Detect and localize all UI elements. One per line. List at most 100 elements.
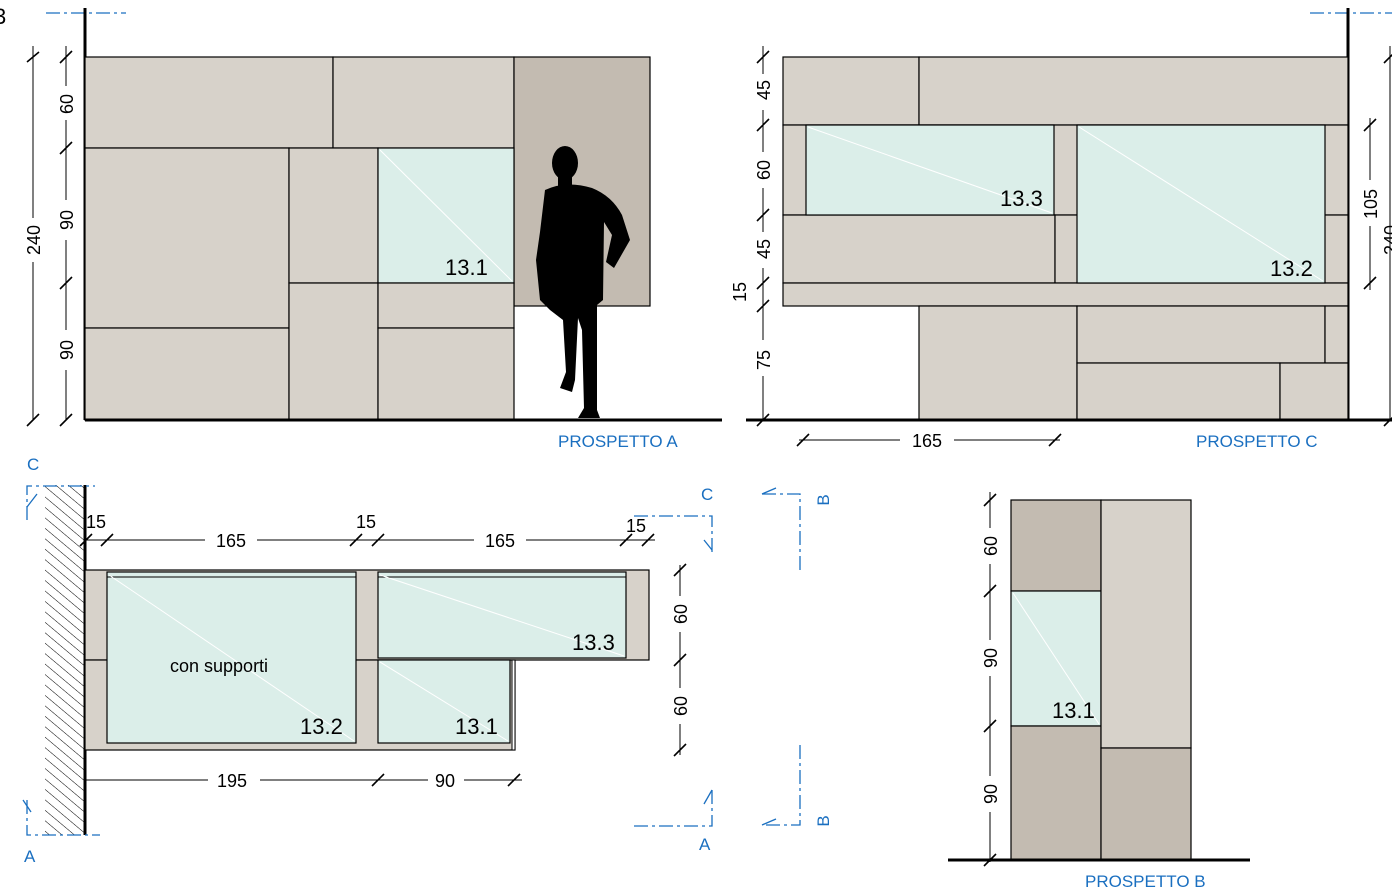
dim-tick	[100, 533, 114, 547]
dim-tick	[1048, 433, 1062, 447]
panel	[377, 282, 515, 329]
elevation-a: 13.1 240 60 90 90 PROSPETTO A	[24, 8, 722, 451]
dim-tick	[1383, 53, 1392, 64]
panel	[1076, 305, 1326, 364]
section-mark-c-left: C	[26, 455, 95, 520]
dim-label: 240	[24, 225, 44, 255]
wall-hatch	[45, 485, 85, 835]
dim-label: 15	[86, 512, 106, 532]
dim-label: 165	[485, 531, 515, 551]
dim-tick	[756, 50, 770, 64]
dim-tick	[1383, 416, 1392, 427]
panel	[84, 147, 290, 329]
section-label: B	[814, 815, 833, 826]
section-label: A	[699, 835, 711, 854]
glass-reflection	[379, 149, 513, 282]
section-mark-b-top: B	[761, 487, 833, 570]
dim-label: 60	[57, 94, 77, 114]
panel-tag: 13.3	[572, 630, 615, 655]
dim-label: 60	[754, 160, 774, 180]
panel	[1279, 362, 1349, 421]
dim-label: 60	[671, 696, 691, 716]
panel	[288, 147, 379, 284]
dim-tick	[79, 533, 93, 547]
panel-tag: 13.3	[1000, 186, 1043, 211]
sheet-number: 3	[0, 4, 6, 29]
dim-label: 165	[912, 431, 942, 451]
dim-label: 90	[57, 340, 77, 360]
dim-label: 15	[730, 282, 750, 302]
dim-label: 90	[57, 210, 77, 230]
dim-tick	[619, 533, 633, 547]
panel-tag: 13.1	[1052, 698, 1095, 723]
glass-reflection	[379, 661, 509, 742]
panel	[84, 327, 290, 421]
dim-label: 105	[1361, 189, 1381, 219]
dim-tick	[756, 208, 770, 222]
dim-tick	[796, 433, 810, 447]
elevation-b: 13.1 60 90 90 PROSPETTO B	[948, 492, 1250, 891]
dim-label: 165	[216, 531, 246, 551]
dim-label: 240	[1381, 225, 1392, 255]
panel	[288, 282, 379, 421]
dim-tick	[756, 276, 770, 290]
dim-label: 90	[981, 648, 1001, 668]
section-mark-a-right: A	[634, 788, 713, 854]
panel-dark	[1010, 499, 1102, 592]
dim-label: 195	[217, 771, 247, 791]
panel-dark	[1100, 747, 1192, 861]
glass-reflection	[379, 574, 625, 657]
panel	[1076, 362, 1281, 421]
panel	[1100, 499, 1192, 749]
section-label: A	[24, 847, 36, 866]
dim-tick	[59, 50, 73, 64]
panel	[782, 56, 920, 126]
dim-tick	[756, 299, 770, 313]
dim-tick	[59, 276, 73, 290]
panel-tag: 13.2	[300, 714, 343, 739]
section-label: B	[814, 494, 833, 505]
section-label: C	[701, 485, 713, 504]
dim-tick	[673, 653, 687, 667]
dim-label: 90	[981, 784, 1001, 804]
dim-tick	[26, 51, 40, 63]
drawing-title: PROSPETTO B	[1085, 872, 1206, 891]
panel-tag: 13.1	[445, 255, 488, 280]
dim-tick	[59, 413, 73, 427]
dim-tick	[673, 743, 687, 757]
dim-label: 60	[981, 536, 1001, 556]
dim-tick	[983, 719, 997, 733]
plan-view: con supporti 13.2 13.1 13.3 15 165 15 16…	[22, 455, 833, 866]
glass-reflection	[1012, 592, 1100, 725]
dim-label: 45	[754, 80, 774, 100]
dim-tick	[756, 413, 770, 427]
dim-tick	[26, 413, 40, 427]
panel	[782, 214, 1056, 284]
person-silhouette	[536, 146, 630, 418]
dim-tick	[673, 563, 687, 577]
drawing-title: PROSPETTO C	[1196, 432, 1318, 451]
dim-tick	[1363, 276, 1377, 290]
drawing-title: PROSPETTO A	[558, 432, 678, 451]
dim-tick	[641, 533, 655, 547]
section-label: C	[27, 455, 39, 474]
panel	[782, 282, 1349, 307]
panel	[918, 305, 1078, 421]
plan-note: con supporti	[170, 656, 268, 676]
elevation-c: 13.3 13.2 45 60 45 15 75 105 240	[730, 8, 1392, 451]
dim-label: 45	[754, 239, 774, 259]
dim-tick	[983, 584, 997, 598]
panel	[84, 56, 334, 149]
dim-label: 15	[626, 516, 646, 536]
panel	[1324, 305, 1349, 364]
panel	[377, 327, 515, 421]
dim-label: 60	[671, 604, 691, 624]
dim-tick	[983, 493, 997, 507]
dim-label: 75	[754, 350, 774, 370]
panel	[918, 56, 1349, 126]
glass-reflection	[1078, 126, 1324, 282]
dim-tick	[756, 118, 770, 132]
panel-tag: 13.1	[455, 714, 498, 739]
section-mark-a-left: A	[22, 799, 100, 866]
